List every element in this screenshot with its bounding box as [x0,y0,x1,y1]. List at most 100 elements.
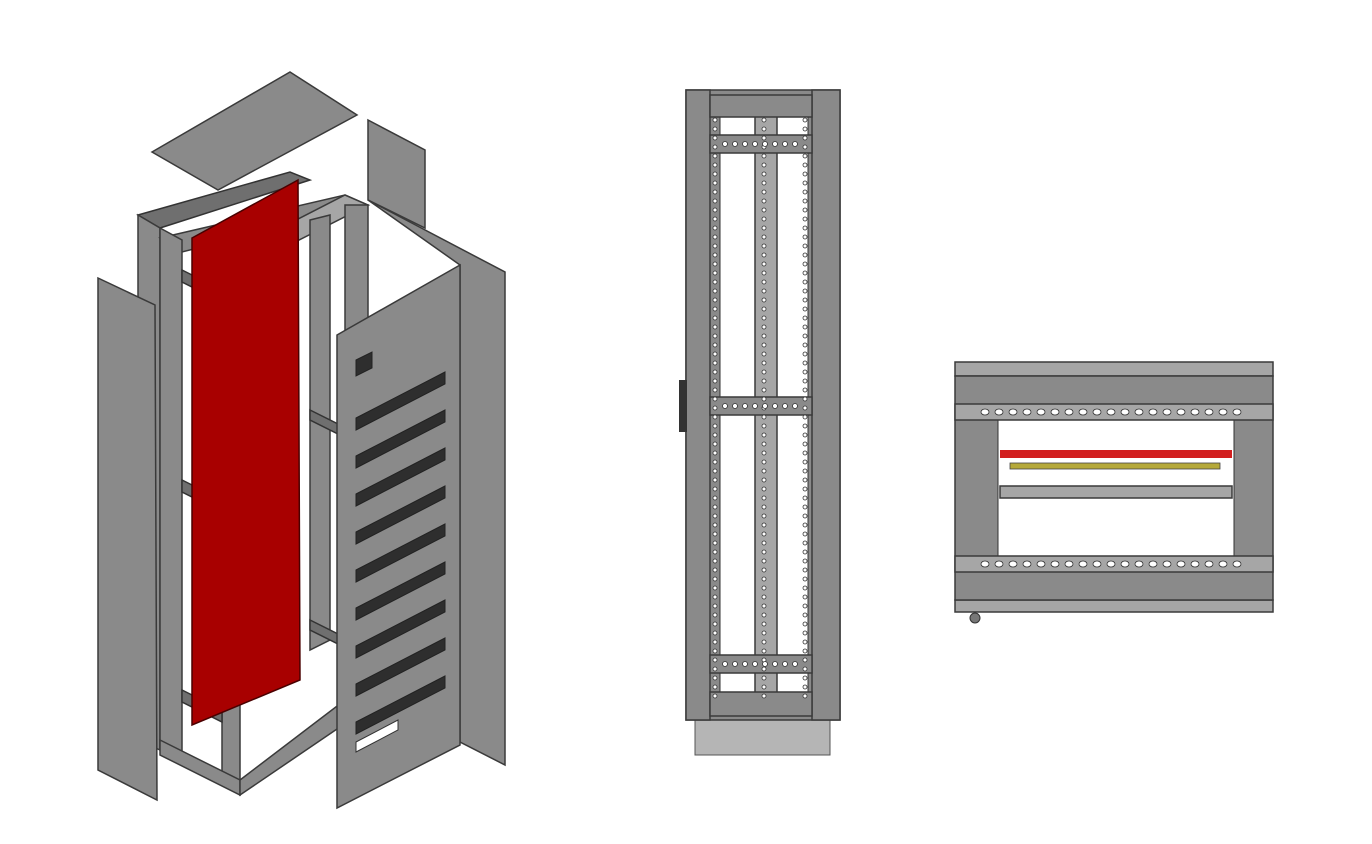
perforation-hole [722,661,728,667]
perforation-hole [802,477,808,483]
perforation-hole [802,144,808,150]
perforation-hole [802,423,808,429]
perforation-hole [712,693,718,699]
perforation-hole [712,666,718,672]
perforation-hole [712,684,718,690]
perforation-hole [802,459,808,465]
perforation-hole [1050,560,1060,568]
perforation-hole [712,270,718,276]
perforation-hole [712,585,718,591]
perforation-hole [732,661,738,667]
perforation-hole [712,567,718,573]
perforation-hole [761,468,767,474]
perforation-hole [712,360,718,366]
perforation-hole [802,675,808,681]
perforation-hole [792,141,798,147]
perforation-hole [802,279,808,285]
perforation-hole [1232,560,1242,568]
perforation-hole [712,315,718,321]
perforation-hole [762,141,768,147]
perforation-hole [802,549,808,555]
perforation-hole [761,189,767,195]
perforation-hole [712,396,718,402]
perforation-hole [712,414,718,420]
perforation-hole [802,315,808,321]
perforation-hole [761,162,767,168]
vent-slot [355,675,446,735]
perforation-hole [712,540,718,546]
perforation-hole [761,252,767,258]
perforation-hole [712,621,718,627]
perforation-hole [762,661,768,667]
perforation-hole [802,324,808,330]
perforation-hole [802,126,808,132]
perforation-hole [761,243,767,249]
perforation-hole [712,153,718,159]
perforation-hole [802,504,808,510]
perforation-hole [712,486,718,492]
perforation-hole [1092,560,1102,568]
mounting-plate [191,178,301,727]
perforation-hole [712,648,718,654]
perforation-hole [1008,408,1018,416]
perforation-hole [1190,408,1200,416]
perforation-hole [772,403,778,409]
perforation-hole [761,261,767,267]
perforation-hole [761,207,767,213]
perforation-hole [712,450,718,456]
perforation-hole [802,153,808,159]
perforation-hole [802,135,808,141]
perforation-hole [1064,560,1074,568]
vent-slot [355,371,446,431]
perforation-hole [802,171,808,177]
perforation-hole [802,378,808,384]
perforation-hole [761,198,767,204]
vent-slot [355,409,446,469]
perforation-hole [802,225,808,231]
perforation-hole [802,180,808,186]
perforation-hole [802,693,808,699]
perforation-hole [802,540,808,546]
perforation-hole [994,560,1004,568]
perforation-hole [761,342,767,348]
perforation-hole [712,378,718,384]
perforation-hole [761,414,767,420]
perforation-hole [1022,408,1032,416]
perforation-hole [761,495,767,501]
perforation-hole [802,630,808,636]
perforation-hole [802,117,808,123]
perforation-hole [761,513,767,519]
perforation-hole [802,396,808,402]
perforation-hole [712,135,718,141]
perforation-hole [712,630,718,636]
perforation-hole [802,621,808,627]
perforation-hole [712,639,718,645]
foot [969,612,981,624]
perforation-hole [722,403,728,409]
perforation-hole [732,403,738,409]
perforation-hole [722,141,728,147]
perforation-hole [802,639,808,645]
perforation-hole [761,603,767,609]
perforation-hole [712,405,718,411]
perforation-hole [742,403,748,409]
perforation-hole [712,423,718,429]
perforation-hole [712,351,718,357]
perforation-hole [712,603,718,609]
perforation-hole [1134,408,1144,416]
perforation-hole [802,405,808,411]
perforation-hole [1176,560,1186,568]
perforation-hole [1120,408,1130,416]
perforation-hole [712,432,718,438]
perforation-hole [761,522,767,528]
perforation-hole [712,180,718,186]
perforation-hole [712,261,718,267]
perforation-hole [712,558,718,564]
busbar-red [1000,450,1232,458]
perforation-hole [1148,560,1158,568]
perforation-hole [712,306,718,312]
isometric-exploded-view [97,71,506,810]
perforation-hole [712,504,718,510]
perforation-hole [761,234,767,240]
perforation-hole [712,657,718,663]
